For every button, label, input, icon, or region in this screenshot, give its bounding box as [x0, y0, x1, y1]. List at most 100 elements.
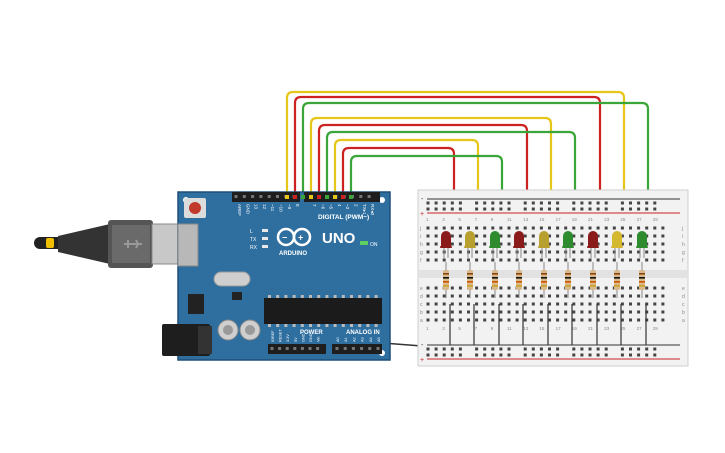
breadboard-hole	[467, 226, 470, 230]
chip-pin	[350, 324, 353, 327]
breadboard-hole	[523, 286, 527, 290]
breadboard-hole	[596, 310, 600, 314]
row-letter: f	[420, 258, 422, 264]
resistor-band	[541, 277, 547, 279]
breadboard-hole	[483, 242, 487, 246]
jumper-wire	[317, 123, 529, 232]
breadboard-hole	[629, 294, 632, 298]
status-led	[262, 229, 268, 232]
breadboard-hole	[434, 242, 438, 246]
breadboard-hole	[548, 242, 551, 246]
chip-pin	[309, 295, 312, 298]
breadboard-hole	[531, 286, 535, 290]
breadboard-hole	[515, 310, 519, 314]
breadboard-hole	[507, 286, 511, 290]
resistor	[492, 262, 498, 298]
rail-hole	[548, 207, 551, 211]
breadboard-hole	[645, 286, 649, 290]
jumper-wire	[341, 146, 456, 232]
breadboard-hole	[434, 310, 438, 314]
column-number: 15	[539, 326, 545, 331]
rail-minus-label: -	[421, 342, 424, 349]
header-pin	[351, 347, 355, 350]
wire-end	[325, 195, 329, 199]
wire-end	[341, 195, 345, 199]
breadboard-hole	[515, 302, 519, 306]
resistor-band	[590, 273, 596, 275]
rail-hole	[588, 207, 592, 211]
breadboard-hole	[629, 302, 632, 306]
led-body	[539, 231, 549, 248]
breadboard-hole	[661, 294, 665, 298]
breadboard-hole	[458, 226, 462, 230]
breadboard-hole	[531, 250, 535, 254]
rail-hole	[531, 207, 535, 211]
breadboard-hole	[653, 294, 657, 298]
row-letter: e	[420, 286, 423, 292]
breadboard-hole	[507, 258, 511, 262]
wire-ends	[285, 195, 353, 199]
svg-text:−: −	[282, 233, 287, 243]
rail-hole	[604, 347, 608, 351]
breadboard-hole	[475, 234, 479, 238]
reset-button[interactable]	[184, 198, 206, 218]
breadboard-hole	[475, 294, 479, 298]
breadboard-hole	[458, 258, 462, 262]
resistor-band	[590, 285, 596, 287]
digital-pin-label: 7	[312, 204, 317, 207]
breadboard-hole	[637, 258, 641, 262]
breadboard-hole	[596, 294, 600, 298]
row-letter: d	[420, 294, 423, 300]
resistor-band	[565, 281, 571, 283]
header-pin	[267, 195, 271, 198]
breadboard-hole	[523, 258, 527, 262]
breadboard-hole	[572, 250, 576, 254]
row-letter: b	[682, 310, 685, 316]
rail-hole	[637, 353, 641, 357]
rail-hole	[523, 347, 527, 351]
rail-minus-label: -	[421, 196, 424, 203]
column-number: 9	[491, 217, 494, 222]
breadboard-hole	[580, 242, 584, 246]
column-number: 5	[458, 326, 461, 331]
breadboard-hole	[661, 310, 665, 314]
column-number: 27	[637, 217, 643, 222]
breadboard-hole	[483, 234, 487, 238]
breadboard-hole	[620, 302, 624, 306]
rail-hole	[499, 207, 503, 211]
row-letter: h	[420, 242, 423, 248]
rail-hole	[475, 347, 479, 351]
resistor-band	[614, 277, 620, 279]
rail-hole	[572, 201, 576, 205]
rail-hole	[523, 207, 527, 211]
breadboard-hole	[531, 242, 535, 246]
wire-end	[333, 195, 337, 199]
wire-end	[285, 195, 289, 199]
breadboard-hole	[434, 318, 438, 322]
jumper-wire	[349, 154, 504, 232]
resistor-band	[565, 277, 571, 279]
breadboard-hole	[556, 226, 560, 230]
rail-hole	[475, 201, 479, 205]
rail-hole	[548, 347, 551, 351]
breadboard-hole	[450, 226, 454, 230]
breadboard-hole	[637, 318, 641, 322]
row-letter: a	[682, 318, 685, 324]
breadboard-hole	[572, 294, 576, 298]
digital-pin-label: 2	[354, 204, 359, 207]
breadboard-hole	[499, 242, 503, 246]
rail-hole	[523, 353, 527, 357]
breadboard-hole	[661, 226, 665, 230]
board-brand: ARDUINO	[279, 251, 307, 257]
breadboard-hole	[645, 226, 649, 230]
resistor	[614, 262, 620, 298]
breadboard-hole	[475, 310, 479, 314]
breadboard-hole	[653, 286, 657, 290]
breadboard-hole	[564, 318, 568, 322]
header-pin	[234, 195, 238, 198]
breadboard-hole	[531, 294, 535, 298]
breadboard-hole	[580, 258, 584, 262]
